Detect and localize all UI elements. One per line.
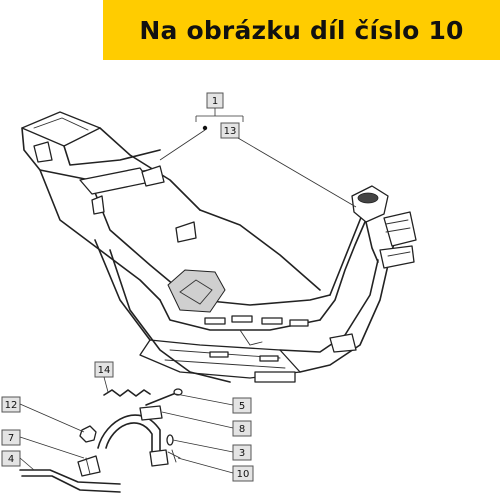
callout-7: 7 <box>1 429 85 459</box>
callout-label: 4 <box>8 454 14 465</box>
callout-dot <box>159 125 208 161</box>
central-stand-assembly <box>19 388 183 493</box>
callout-14: 14 <box>94 361 114 393</box>
callout-label: 8 <box>239 424 245 435</box>
banner-title: Na obrázku díl číslo 10 <box>139 15 464 45</box>
callout-10: 10 <box>177 457 254 482</box>
callout-12: 12 <box>1 396 85 433</box>
callout-1: 1 <box>195 92 244 122</box>
callout-label: 3 <box>239 448 245 459</box>
callout-4: 4 <box>1 450 35 471</box>
callout-5: 5 <box>175 393 252 414</box>
callout-label: 10 <box>237 469 250 480</box>
scooter-frame <box>21 111 417 383</box>
title-banner: Na obrázku díl číslo 10 <box>103 0 500 60</box>
callout-label: 5 <box>239 401 245 412</box>
callout-label: 13 <box>224 126 237 137</box>
callout-3: 3 <box>172 439 252 461</box>
callout-label: 14 <box>98 365 111 376</box>
callout-label: 12 <box>5 400 18 411</box>
callout-label: 1 <box>212 96 218 107</box>
callout-label: 7 <box>8 433 14 444</box>
callout-8: 8 <box>161 411 252 437</box>
callout-13: 13 <box>220 122 357 208</box>
